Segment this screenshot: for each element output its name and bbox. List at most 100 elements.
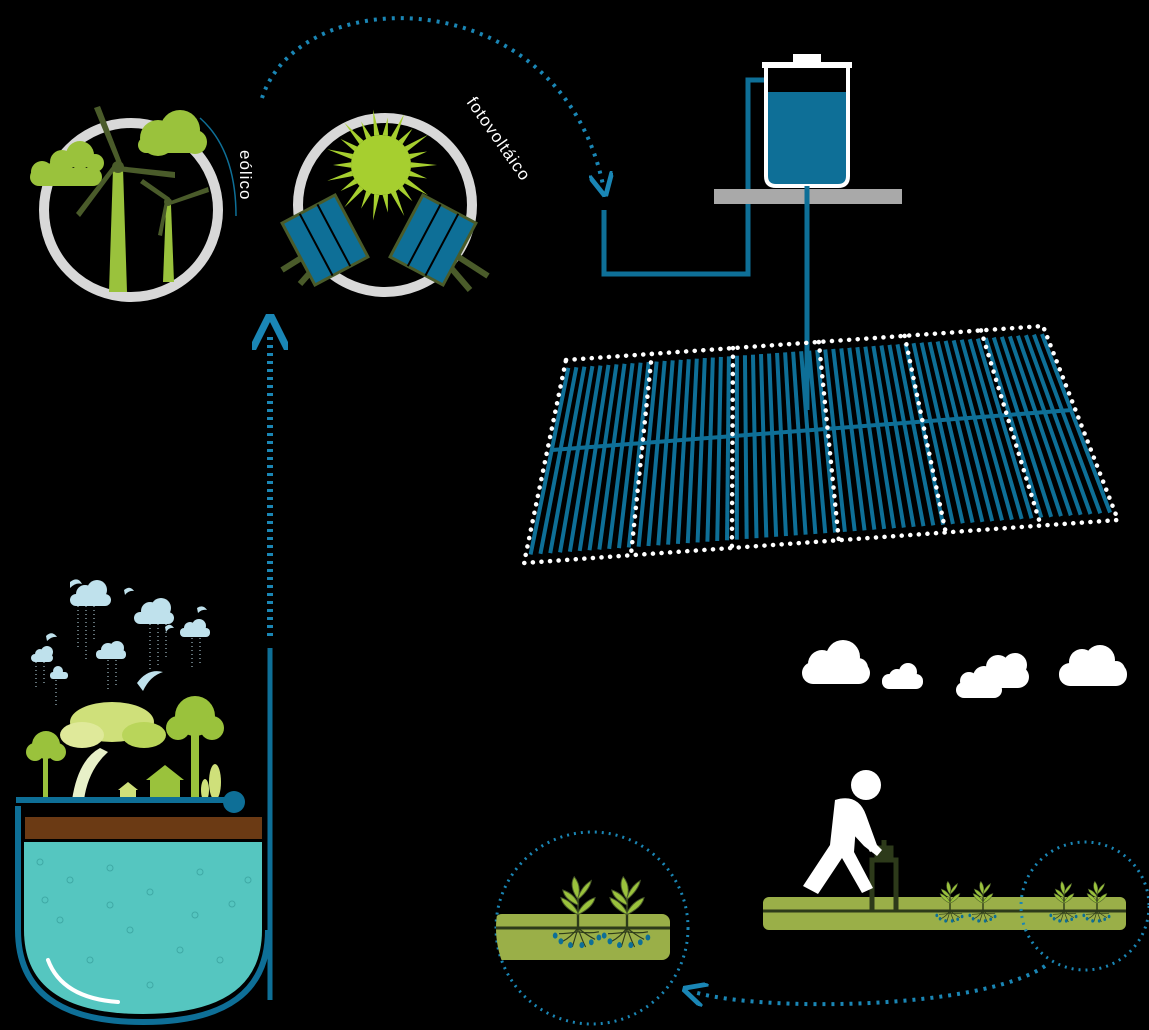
cloud-icon [802, 640, 870, 684]
drip-line [528, 367, 571, 555]
cloud-icon [1059, 645, 1127, 686]
wind-turbine-icon [140, 179, 209, 282]
cloud-icon [956, 653, 1029, 698]
drip-line [1040, 333, 1112, 514]
sun-ray [340, 139, 358, 152]
drip-line [1016, 335, 1083, 516]
drip-line [847, 347, 877, 530]
water-bubble [176, 946, 184, 954]
drip-line [750, 354, 759, 539]
water-bubble [106, 864, 114, 872]
drip-line [1024, 334, 1093, 515]
sun-ray [327, 149, 354, 160]
wind-label-guide [199, 117, 237, 217]
field-border [521, 323, 1122, 566]
drip-line [742, 355, 749, 539]
drip-line [943, 340, 995, 522]
sun-ray [408, 151, 428, 160]
drip-line [636, 361, 659, 547]
drip-line [815, 349, 838, 533]
wind-energy-group: eólico [30, 106, 255, 302]
plant-icon [968, 880, 997, 923]
drip-line [839, 348, 867, 531]
sun-ray [382, 117, 388, 136]
drip-line [587, 364, 619, 551]
cloud-icon [96, 641, 126, 659]
water-bubble [146, 888, 154, 896]
field-divider [729, 345, 736, 551]
reservoir-shell [15, 806, 271, 1026]
cloud-icon [882, 663, 923, 689]
drip-line [919, 342, 965, 524]
farmer-scene [763, 770, 1126, 930]
flow-arrow-zoom-to-zoom [694, 964, 1047, 1004]
drip-line [558, 365, 595, 553]
drip-line [887, 344, 926, 527]
house-icon [118, 782, 138, 800]
water-bubble [86, 956, 94, 964]
water-bubble [106, 901, 114, 909]
main-header-line [551, 408, 1073, 452]
cloud-icon [134, 598, 174, 624]
solar-ring [293, 113, 477, 297]
sun-ray [333, 162, 352, 168]
water-bubble [41, 896, 49, 904]
drip-line [823, 349, 847, 532]
drip-line [959, 339, 1014, 521]
wind-turbine-icon [76, 106, 175, 292]
drip-line [695, 358, 707, 543]
solar-panel-icon [280, 192, 370, 288]
sun-ray [410, 162, 437, 168]
tree-icon [26, 731, 66, 800]
drip-line [548, 366, 587, 554]
water-bubble [196, 868, 204, 876]
drip-line [999, 336, 1063, 517]
drip-line [607, 363, 635, 550]
sun-ray [344, 185, 364, 208]
water-bubble [126, 926, 134, 934]
sun-ray [398, 185, 413, 202]
water-bubble [66, 876, 74, 884]
sun-icon [327, 109, 437, 221]
tree-icon [60, 702, 166, 800]
solar-label: fotovoltáico [463, 93, 535, 184]
house-icon [146, 765, 184, 800]
sky-clouds [31, 580, 210, 679]
cloud-icon [70, 580, 111, 606]
drip-line [807, 350, 828, 534]
pump-pipe [601, 77, 766, 277]
soil-layer [25, 817, 262, 839]
water-bubble [228, 900, 236, 908]
water-body [24, 842, 262, 1014]
drip-line [791, 351, 808, 535]
drip-line [863, 346, 896, 529]
sun-ray [404, 134, 429, 152]
water-tank-icon [762, 54, 852, 188]
water-bubble [191, 911, 199, 919]
drip-line [951, 339, 1004, 521]
drip-line [567, 365, 603, 553]
zoom-circle-detail [494, 830, 690, 1026]
cloud-icon [50, 666, 68, 679]
water-bubble [36, 858, 44, 866]
wind-label: eólico [236, 150, 255, 200]
water-tank-group [601, 54, 902, 410]
water-bubble [146, 981, 154, 989]
drip-line [831, 348, 857, 532]
plant-icon [552, 875, 602, 949]
water-bubble [56, 916, 64, 924]
drip-line [879, 345, 916, 528]
plant-icon [935, 880, 964, 923]
sun-ray [398, 128, 413, 145]
solar-panel-icon [388, 192, 490, 292]
drip-line [775, 352, 788, 537]
sun-ray [382, 194, 388, 213]
sun-ray [327, 170, 354, 181]
drip-line [626, 361, 651, 548]
drip-line [871, 345, 906, 528]
drip-line [646, 360, 667, 547]
drip-line [538, 366, 579, 555]
drip-line [759, 354, 769, 538]
drip-line [656, 360, 675, 546]
